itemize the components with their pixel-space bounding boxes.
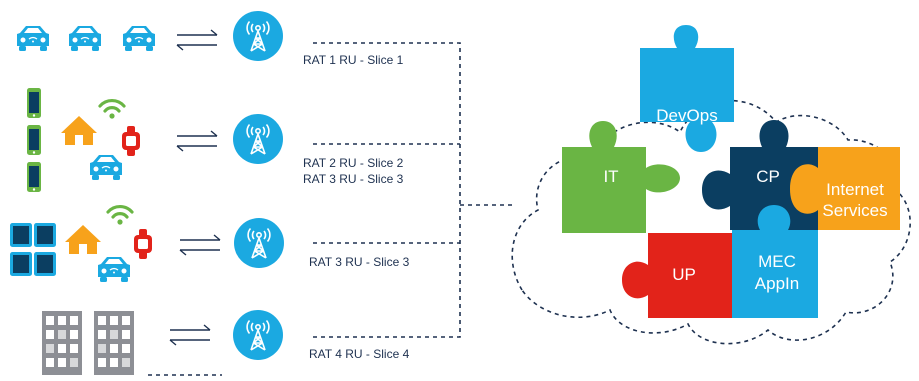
puzzle-mec-appin [732,205,818,318]
ru-label-1: RAT 1 RU - Slice 1 [303,53,404,67]
puzzle-label-mec-line2: AppIn [755,274,799,293]
puzzle-label-devops: DevOps [656,106,717,125]
puzzle-label-it: IT [603,167,618,186]
puzzle-label-up: UP [672,265,696,284]
wifi-icon [98,98,126,121]
tablet-icon [10,223,32,247]
puzzle-devops [640,25,734,152]
puzzle-label-mec-line1: MEC [758,252,796,271]
house-icon [65,225,101,254]
ru-connection-lines [313,42,515,338]
car-icon [16,25,50,52]
smartphone-icon [27,125,41,155]
wifi-icon [106,204,134,227]
car-icon [97,256,131,283]
cloud-outline [511,99,911,345]
smartwatch-icon [122,126,140,156]
building-icon [94,311,134,375]
tablet-icon [10,252,32,276]
puzzle-internet-services [790,147,900,230]
ru-label-3: RAT 3 RU - Slice 3 [309,255,410,269]
building-icon [42,311,82,375]
tablet-icon [34,223,56,247]
car-icon [68,25,102,52]
bidirectional-arrow-icon [176,130,218,152]
smartphone-icon [27,162,41,192]
ru-label-2a: RAT 2 RU - Slice 2 [303,156,404,170]
radio-tower-icon [232,10,284,62]
tablet-icon [34,252,56,276]
smartwatch-icon [134,229,152,259]
car-icon [122,25,156,52]
puzzle-label-internet-line2: Services [822,201,887,220]
radio-tower-icon [232,113,284,165]
puzzle-label-internet-line1: Internet [826,180,884,199]
house-icon [61,116,97,145]
puzzle-it [562,121,680,233]
bidirectional-arrow-icon [169,324,211,346]
radio-tower-icon [232,309,284,361]
smartphone-icon [27,88,41,118]
ru-label-4: RAT 4 RU - Slice 4 [309,347,410,361]
ru-label-2b: RAT 3 RU - Slice 3 [303,172,404,186]
bidirectional-arrow-icon [176,29,218,51]
puzzle-up [622,233,732,318]
bidirectional-arrow-icon [179,234,221,256]
puzzle-label-cp: CP [756,167,780,186]
radio-tower-icon [233,217,285,269]
car-icon [89,154,123,181]
puzzle-cp [702,120,818,230]
